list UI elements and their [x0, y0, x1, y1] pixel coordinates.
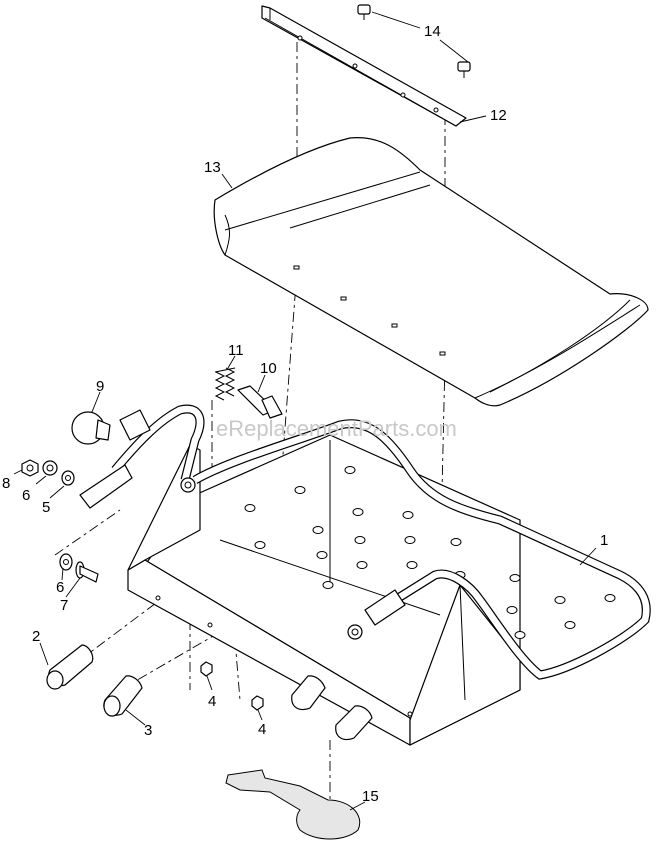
callout-2: 2: [32, 628, 40, 645]
callout-7: 7: [60, 597, 68, 614]
part-8-nut: [21, 459, 39, 477]
callout-10: 10: [260, 360, 277, 377]
part-4-nut-b: [251, 695, 264, 711]
callout-labels: 1 2 3 4 4 5 6 6 7 8 9 10 11 12 13 14 15: [2, 23, 608, 805]
platform-bumpers: [291, 675, 373, 741]
callout-5: 5: [42, 499, 50, 516]
part-9-knob: [71, 411, 111, 445]
deck-holes: [244, 466, 616, 639]
callout-9: 9: [96, 378, 104, 395]
part-3-bumper: [103, 675, 143, 717]
part-5-spacer: [61, 470, 75, 486]
part-6-washer-upper: [42, 460, 58, 476]
callout-11: 11: [228, 342, 244, 359]
part-13-cover: [213, 137, 649, 407]
part-14-screws: [357, 4, 471, 78]
part-10-pin: [237, 385, 283, 419]
callout-8: 8: [2, 475, 10, 492]
part-4-nut-a: [200, 661, 213, 677]
callout-14: 14: [424, 23, 441, 40]
callout-1: 1: [600, 532, 608, 549]
callout-15: 15: [362, 788, 379, 805]
part-15-decal: [225, 769, 361, 840]
callout-6b: 6: [56, 579, 64, 596]
callout-13: 13: [204, 159, 221, 176]
callout-6a: 6: [22, 487, 30, 504]
callout-4b: 4: [258, 721, 266, 738]
callout-12: 12: [490, 107, 507, 124]
part-11-spring: [214, 367, 236, 401]
part-2-bumper: [46, 644, 94, 690]
leader-lines: [13, 11, 597, 811]
part-1-platform: [79, 404, 651, 746]
callout-4a: 4: [208, 693, 216, 710]
part-7-pin: [75, 561, 99, 583]
callout-3: 3: [144, 722, 152, 739]
watermark-text: eReplacementParts.com: [216, 416, 457, 441]
part-6-washer-lower: [59, 553, 73, 571]
